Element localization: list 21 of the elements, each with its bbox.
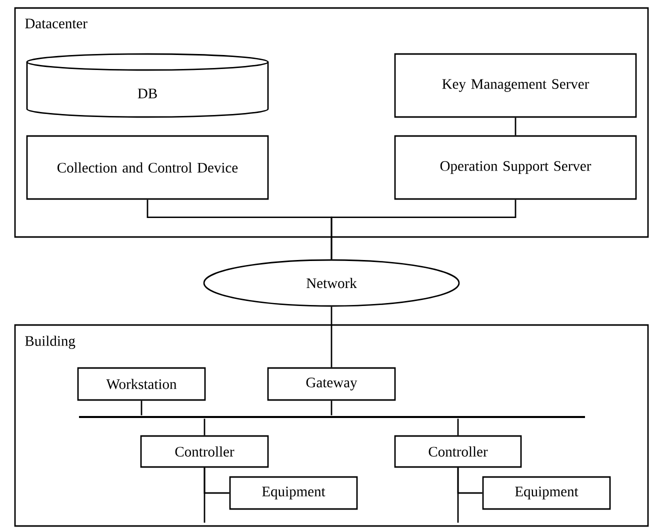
connector-line bbox=[330, 200, 516, 260]
bus-line bbox=[79, 416, 585, 418]
process-box: Controller bbox=[394, 435, 522, 468]
database-cylinder: DB bbox=[26, 53, 269, 118]
connector-line bbox=[204, 468, 206, 523]
connector-line bbox=[140, 400, 142, 416]
process-box: Operation Support Server bbox=[394, 135, 637, 200]
process-box: Key Management Server bbox=[394, 53, 637, 118]
connector-line bbox=[330, 400, 332, 416]
process-box: Gateway bbox=[267, 367, 396, 401]
connector-line bbox=[514, 118, 516, 136]
process-box: Workstation bbox=[77, 367, 206, 401]
connector-line bbox=[457, 418, 459, 436]
connector-line bbox=[204, 418, 206, 436]
process-box: Equipment bbox=[482, 476, 611, 510]
connector-line bbox=[457, 468, 459, 523]
process-box: Equipment bbox=[229, 476, 358, 510]
node-label: DB bbox=[138, 88, 157, 98]
connector-line bbox=[330, 306, 332, 368]
process-box: Collection and Control Device bbox=[26, 135, 269, 200]
process-box: Controller bbox=[140, 435, 269, 468]
